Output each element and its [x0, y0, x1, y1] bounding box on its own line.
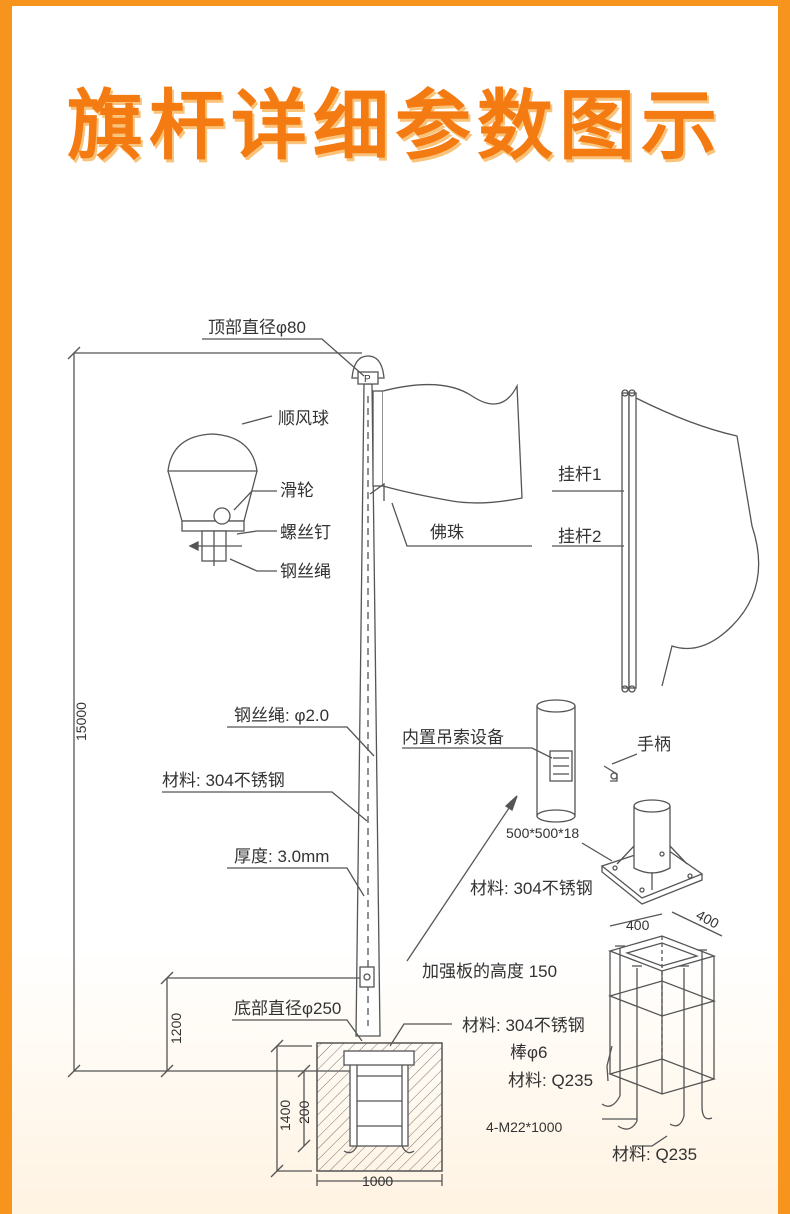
- flag: [369, 383, 523, 504]
- base-plate: [581, 799, 704, 905]
- label-material-pole: 材料: 304不锈钢: [162, 771, 285, 790]
- label-top-diameter: 顶部直径φ80: [208, 318, 306, 337]
- label-material-cage: 材料: Q235: [508, 1071, 593, 1090]
- dim-foundation-width: 1000: [362, 1173, 393, 1189]
- dim-total-height: 15000: [73, 702, 89, 741]
- label-hang-rod-1: 挂杆1: [558, 465, 601, 484]
- label-plate-size: 500*500*18: [506, 825, 579, 841]
- label-rib-height: 加强板的高度 150: [422, 962, 557, 981]
- label-rod: 棒φ6: [510, 1043, 547, 1062]
- label-bottom-diameter: 底部直径φ250: [234, 999, 341, 1018]
- label-builtin-hoist: 内置吊索设备: [402, 728, 504, 747]
- label-wire-rope: 钢丝绳: [280, 562, 331, 581]
- label-material-plate: 材料: 304不锈钢: [470, 879, 593, 898]
- label-bolts: 4-M22*1000: [486, 1119, 562, 1135]
- label-material-bolts: 材料: Q235: [612, 1145, 697, 1164]
- label-material-base: 材料: 304不锈钢: [462, 1016, 585, 1035]
- flagpole-diagram: P: [67, 318, 760, 1189]
- label-pulley: 滑轮: [280, 481, 314, 500]
- foundation: [316, 1042, 443, 1172]
- label-handle: 手柄: [637, 735, 671, 754]
- label-wire-spec: 钢丝绳: φ2.0: [234, 706, 329, 725]
- wind-ball-detail: [167, 415, 277, 572]
- page-title: 旗杆详细参数图示: [67, 81, 723, 170]
- hoist-pipe: [402, 699, 638, 823]
- dim-base-height: 1200: [168, 1013, 184, 1044]
- label-hang-rod-2: 挂杆2: [558, 527, 601, 546]
- dim-cage-w1: 400: [626, 917, 650, 933]
- dim-cage-w2: 400: [694, 907, 722, 932]
- label-thickness: 厚度: 3.0mm: [234, 847, 329, 866]
- label-bead: 佛珠: [430, 523, 464, 542]
- label-wind-ball: 顺风球: [278, 409, 329, 428]
- svg-text:P: P: [364, 374, 371, 385]
- dim-foundation-depth: 1400: [277, 1100, 293, 1131]
- hang-rod-detail: [552, 389, 760, 693]
- dim-embed-depth: 200: [296, 1100, 312, 1124]
- label-screw: 螺丝钉: [280, 523, 331, 542]
- anchor-cage: [601, 911, 723, 1147]
